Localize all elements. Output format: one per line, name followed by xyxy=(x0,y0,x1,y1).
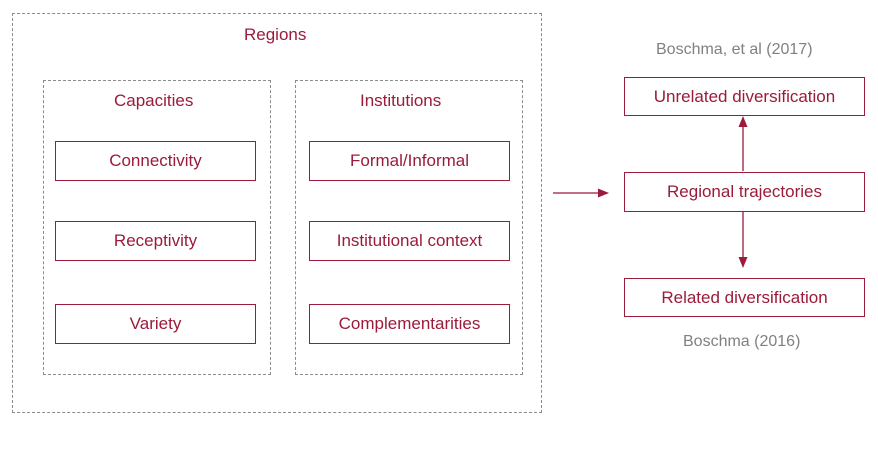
top-citation: Boschma, et al (2017) xyxy=(656,41,813,58)
trajectories-to-unrelated-arrow xyxy=(738,116,748,171)
regions-to-trajectories-arrow xyxy=(553,188,609,198)
capacities-group xyxy=(43,80,271,375)
capacity-connectivity-box: Connectivity xyxy=(55,141,256,181)
institutions-title: Institutions xyxy=(360,91,442,110)
related-diversification-box: Related diversification xyxy=(624,278,865,317)
regional-trajectories-box: Regional trajectories xyxy=(624,172,865,212)
institution-complementarities-box: Complementarities xyxy=(309,304,510,344)
institution-context-box: Institutional context xyxy=(309,221,510,261)
trajectories-to-related-arrow xyxy=(738,212,748,268)
regions-container xyxy=(12,13,542,413)
institution-formal-informal-box: Formal/Informal xyxy=(309,141,510,181)
unrelated-diversification-box: Unrelated diversification xyxy=(624,77,865,116)
regions-title: Regions xyxy=(244,25,307,44)
bottom-citation: Boschma (2016) xyxy=(683,333,801,350)
capacity-receptivity-box: Receptivity xyxy=(55,221,256,261)
capacity-variety-box: Variety xyxy=(55,304,256,344)
institutions-group xyxy=(295,80,523,375)
capacities-title: Capacities xyxy=(114,91,194,110)
